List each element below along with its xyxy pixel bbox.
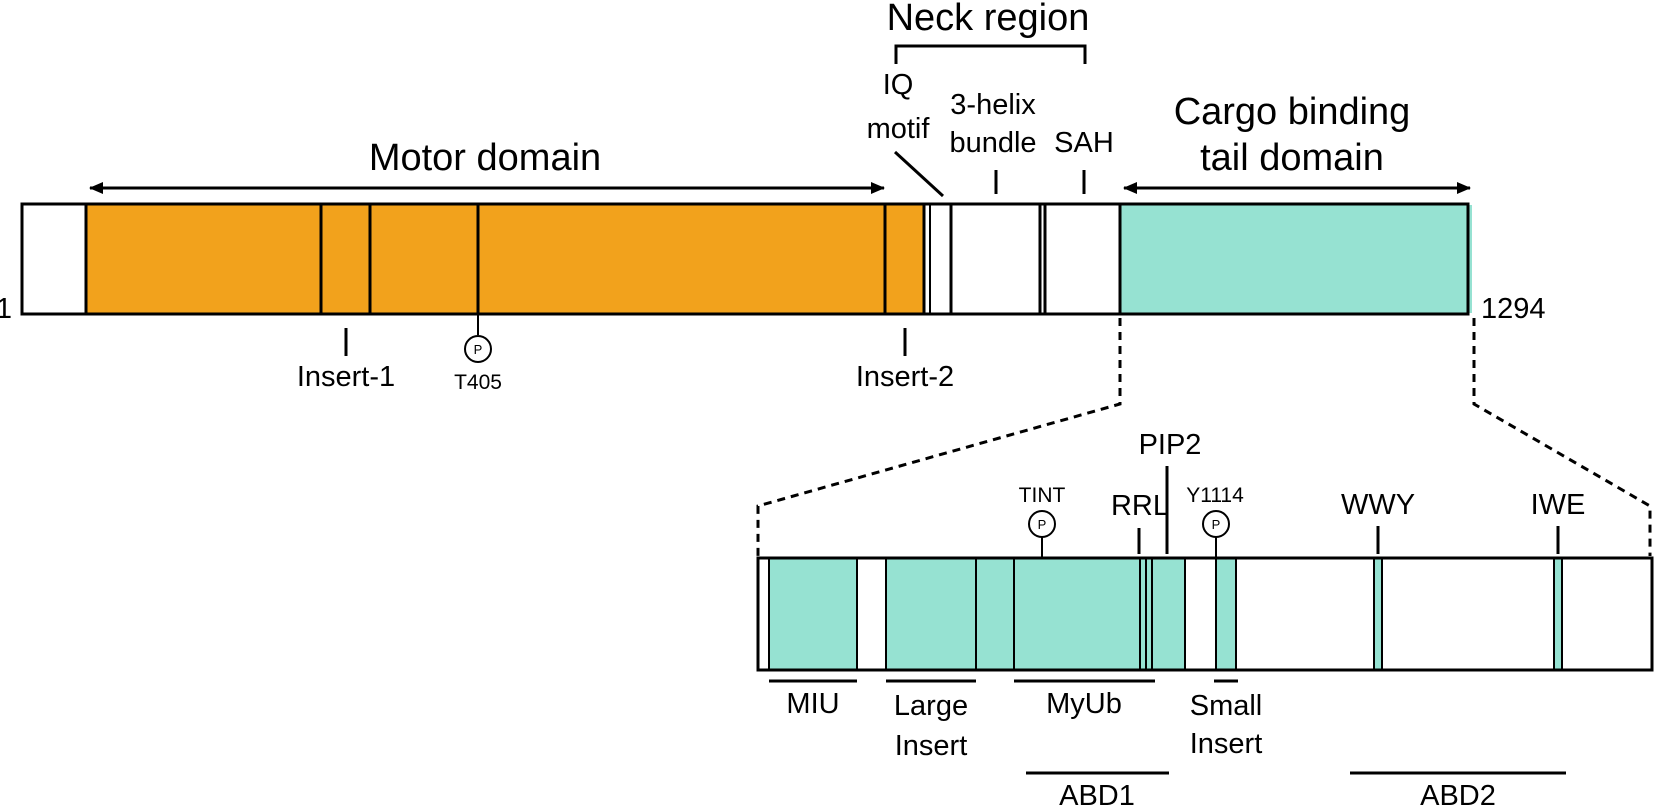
t405-phospho-letter: P [474,342,483,357]
abd2-label: ABD2 [1420,780,1496,806]
rrl-label: RRL [1111,490,1169,522]
sah-label: SAH [1054,127,1114,159]
small-insert-label-line2: Insert [1190,728,1263,760]
iwe-label: IWE [1531,489,1586,521]
zoom-guide-right [1472,318,1652,556]
tail-detail-border [756,556,1654,672]
large-insert-label-line1: Large [894,690,968,722]
cargo-binding-label-line2: tail domain [1200,137,1384,179]
insert2-label: Insert-2 [856,361,954,393]
miu-label: MIU [786,688,839,720]
iq-motif-pointer [893,150,945,198]
y1114-phospho-letter: P [1212,517,1221,532]
tail-detail-bar [756,556,1654,672]
main-bar [20,202,1472,316]
tint-phospho-letter: P [1038,517,1047,532]
y1114-label: Y1114 [1186,484,1244,507]
main-bar-border [20,202,1470,316]
abd1-label: ABD1 [1059,780,1135,806]
motor-domain-segment [86,205,924,313]
large-insert-label-line2: Insert [895,730,968,762]
t405-phospho-icon [464,335,492,363]
three-helix-label-line1: 3-helix [950,89,1036,121]
motor-domain-label: Motor domain [369,137,601,179]
tail-detail-dividers [768,558,1563,670]
myub-label: MyUb [1046,688,1122,720]
cargo-tail-segment [1120,205,1472,313]
small-insert-label-line1: Small [1190,690,1263,722]
t405-label: T405 [454,371,502,394]
cargo-binding-label-line1: Cargo binding [1174,91,1411,133]
tint-label: TINT [1019,484,1066,507]
sequence-start-label: 1 [0,293,12,325]
main-bar-dividers [84,204,1122,314]
neck-region-label: Neck region [887,0,1090,39]
insert1-label: Insert-1 [297,361,395,393]
zoom-guide-left [756,318,1122,556]
neck-region-bracket [894,44,1087,64]
wwy-label: WWY [1341,489,1415,521]
pip2-label: PIP2 [1139,429,1202,461]
sequence-end-label: 1294 [1481,293,1546,325]
tail-detail-segments [769,559,1562,669]
iq-motif-label-line2: motif [867,113,931,145]
iq-motif-label-line1: IQ [883,69,914,101]
three-helix-label-line2: bundle [949,127,1036,159]
